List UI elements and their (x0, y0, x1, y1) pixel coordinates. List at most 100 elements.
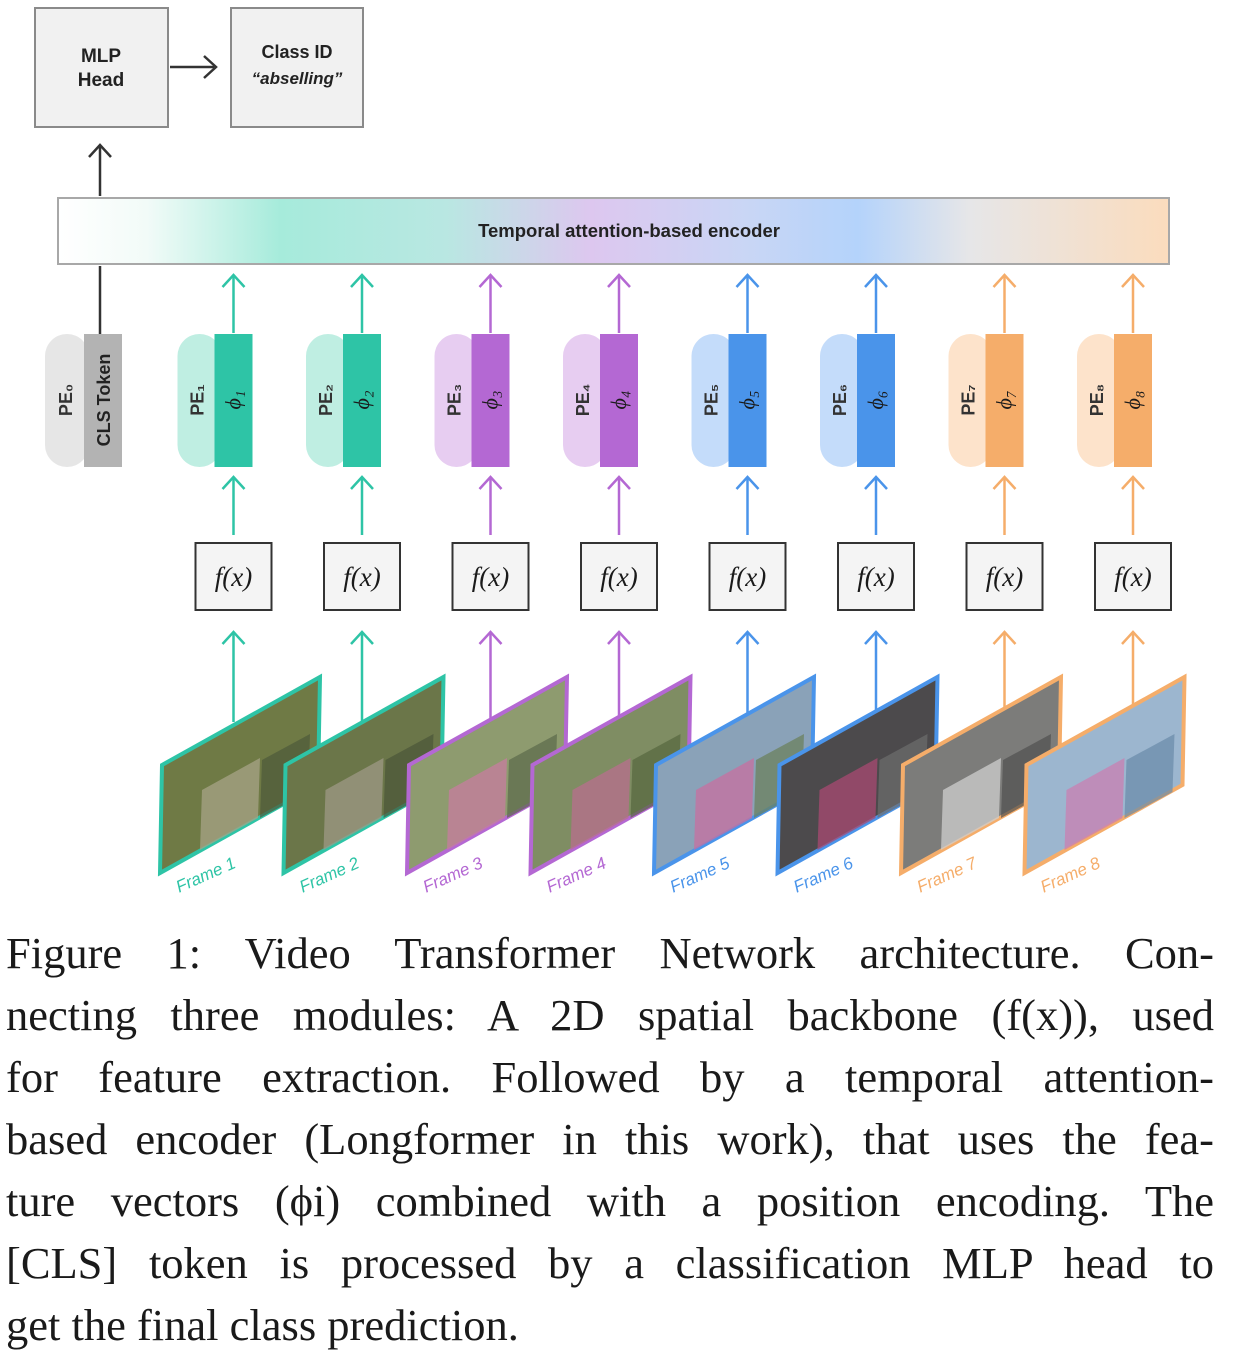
frame-image-detail (1124, 734, 1175, 818)
backbone-label: f(x) (1114, 562, 1151, 592)
caption-line-6: [CLS] token is processed by a classifica… (6, 1238, 1214, 1288)
feature-arrow (1121, 475, 1145, 535)
pe-pill (691, 334, 736, 467)
pe-pill (306, 334, 350, 467)
pe-pill (177, 334, 222, 467)
temporal-encoder: Temporal attention-based encoder (57, 197, 1170, 265)
caption-line-3: for feature extraction. Followed by a te… (6, 1052, 1214, 1102)
mlp-to-class-arrow (170, 55, 218, 79)
feature-arrow (478, 475, 503, 535)
pe-label: PE₄ (573, 384, 593, 417)
mlp-head-label-1: MLP (81, 46, 121, 67)
pe0-label: PE₀ (56, 384, 76, 416)
class-id-box: Class ID “abselling” (230, 7, 364, 128)
backbone-label: f(x) (857, 562, 894, 592)
column-8: PE₈ ϕ₈ f(x) (1077, 273, 1172, 722)
feature-vector-block (600, 334, 638, 467)
mlp-head-box: MLP Head (34, 7, 169, 128)
caption-line-5: ture vectors (ϕi) combined with a positi… (6, 1176, 1214, 1226)
encoder-input-arrow (992, 273, 1017, 333)
frame-arrow (607, 630, 631, 722)
backbone-box (194, 542, 273, 611)
frame-arrow (221, 630, 246, 722)
backbone-label: f(x) (343, 562, 380, 592)
phi-label: ϕ₂ (349, 390, 374, 409)
architecture-diagram: MLP Head Class ID “abselling” Temporal a… (34, 7, 1187, 897)
pe-label: PE₈ (1087, 384, 1107, 416)
backbone-label: f(x) (986, 562, 1023, 592)
backbone-box (323, 542, 401, 611)
pe-pill (820, 334, 864, 467)
feature-vector-block (214, 334, 253, 467)
caption-line-1: Figure 1: Video Transformer Network arch… (6, 928, 1214, 978)
column-4: PE₄ ϕ₄ f(x) (563, 273, 658, 722)
feature-vector-block (343, 334, 381, 467)
frame-image-detail (1064, 758, 1125, 850)
phi-label: ϕ₄ (606, 390, 631, 409)
frame-6: Frame 6 (775, 673, 940, 897)
feature-vector-block (1114, 334, 1152, 467)
feature-arrow (735, 475, 760, 535)
encoder-input-arrow (607, 273, 631, 333)
frame-arrow (350, 630, 374, 722)
frame-image-detail (323, 758, 384, 850)
column-6: PE₆ ϕ₆ f(x) (820, 273, 915, 722)
column-1: PE₁ ϕ₁ f(x) (177, 273, 273, 722)
backbone-box (1094, 542, 1172, 611)
feature-vector-block (471, 334, 510, 467)
phi-label: ϕ₅ (735, 390, 760, 409)
feature-vector-block (985, 334, 1024, 467)
backbone-label: f(x) (472, 562, 509, 592)
feature-arrow (350, 475, 374, 535)
frame-image-detail (570, 758, 631, 850)
phi-label: ϕ₈ (1120, 390, 1145, 409)
class-id-label: Class ID (261, 42, 332, 62)
cls-token-label: CLS Token (94, 354, 114, 447)
encoder-input-arrow (350, 273, 374, 333)
frame-8: Frame 8 (1022, 673, 1187, 897)
frame-image-detail (694, 758, 754, 850)
encoder-input-arrow (1121, 273, 1145, 333)
frame-image-detail (941, 758, 1001, 850)
feature-arrow (864, 475, 888, 535)
encoder-input-arrow (735, 273, 760, 333)
caption-line-2: necting three modules: A 2D spatial back… (6, 990, 1214, 1040)
backbone-label: f(x) (215, 562, 252, 592)
cls-token-group: PE₀ CLS Token (45, 334, 122, 467)
class-id-value: “abselling” (252, 69, 343, 88)
phi-label: ϕ₆ (863, 390, 888, 409)
caption-line-7: get the final class prediction. (6, 1300, 519, 1350)
frame-image-detail (200, 758, 260, 850)
feature-vector-block (857, 334, 895, 467)
backbone-box (837, 542, 915, 611)
backbone-label: f(x) (600, 562, 637, 592)
backbone-box (708, 542, 787, 611)
phi-label: ϕ₁ (221, 390, 246, 409)
frame-image-detail (817, 758, 878, 850)
pe-pill (563, 334, 607, 467)
feature-vector-block (728, 334, 767, 467)
pe-label: PE₇ (959, 384, 979, 415)
backbone-label: f(x) (729, 562, 766, 592)
backbone-box (580, 542, 658, 611)
encoder-input-arrow (221, 273, 246, 333)
frame-arrow (735, 630, 760, 722)
encoder-label: Temporal attention-based encoder (478, 220, 780, 241)
pe-pill (1077, 334, 1121, 467)
pe-label: PE₃ (445, 384, 465, 416)
pe-label: PE₁ (188, 384, 208, 415)
figure-caption: Figure 1: Video Transformer Network arch… (6, 922, 1214, 1356)
feature-arrow (221, 475, 246, 535)
phi-label: ϕ₃ (478, 390, 503, 409)
column-3: PE₃ ϕ₃ f(x) (434, 273, 530, 722)
backbone-box (451, 542, 530, 611)
backbone-box (965, 542, 1044, 611)
encoder-input-arrow (478, 273, 503, 333)
frame-arrow (478, 630, 503, 722)
encoder-input-arrow (864, 273, 888, 333)
pe-label: PE₆ (830, 384, 850, 416)
